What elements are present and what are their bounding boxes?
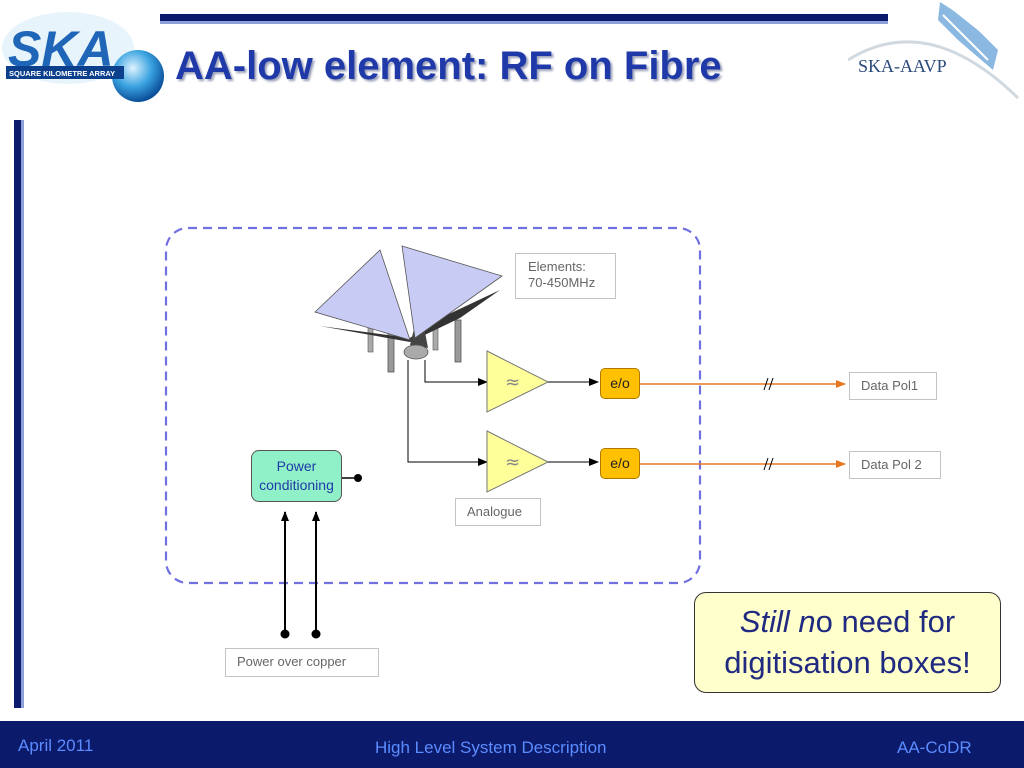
analogue-label: Analogue — [455, 498, 541, 526]
feed-line-pol2 — [407, 360, 488, 466]
power-conditioning-box: Power conditioning — [251, 450, 342, 502]
fibre-break-icon — [763, 457, 774, 471]
footer-bar — [0, 721, 1024, 768]
antenna-element-icon — [314, 245, 503, 373]
element-boundary — [164, 226, 702, 585]
power-over-copper-label: Power over copper — [225, 648, 379, 677]
callout-box: Still no need for digitisation boxes! — [694, 592, 1001, 693]
left-rule-highlight — [21, 120, 24, 708]
left-rule — [14, 120, 21, 708]
footer-right-text: AA-CoDR — [897, 738, 972, 757]
ska-aavp-logo: SKA-AAVP — [848, 0, 1020, 100]
callout-line2: digitisation boxes! — [724, 645, 971, 680]
filter-icon: ≈ — [505, 372, 520, 393]
copper-terminal-1 — [280, 629, 290, 639]
eo-converter-2: e/o — [600, 448, 640, 479]
ska-logo: SKA SQUARE KILOMETRE ARRAY — [2, 12, 164, 102]
ska-aavp-text: SKA-AAVP — [858, 56, 947, 76]
top-rule-highlight — [160, 21, 888, 24]
footer-date: April 2011 — [18, 736, 94, 755]
power-line1: Power — [276, 458, 317, 474]
elements-label: Elements: 70-450MHz — [515, 253, 616, 299]
filter-icon: ≈ — [505, 452, 520, 473]
eo-converter-1: e/o — [600, 368, 640, 399]
data-pol1-label: Data Pol1 — [849, 372, 937, 400]
data-pol2-label: Data Pol 2 — [849, 451, 941, 479]
antenna-tile-icon — [938, 2, 998, 70]
slide-title: AA-low element: RF on Fibre — [175, 44, 722, 88]
feed-line-pol1 — [424, 360, 488, 386]
footer-center-text: High Level System Description — [375, 738, 607, 757]
callout-rest: o need for — [815, 604, 956, 639]
callout-line1: Still no need for — [695, 601, 1000, 642]
power-output-terminal — [354, 474, 362, 482]
elements-label-line1: Elements: — [528, 259, 586, 274]
power-line2: conditioning — [259, 477, 334, 493]
callout-italic: Still n — [739, 604, 816, 639]
globe-icon — [112, 50, 164, 102]
amplifier-pol1-icon — [486, 350, 550, 413]
amplifier-pol2-icon — [486, 430, 550, 493]
elements-label-line2: 70-450MHz — [528, 275, 596, 290]
fibre-break-icon — [763, 377, 774, 391]
ska-subtitle: SQUARE KILOMETRE ARRAY — [9, 69, 115, 78]
top-rule — [160, 14, 888, 21]
copper-terminal-2 — [311, 629, 321, 639]
